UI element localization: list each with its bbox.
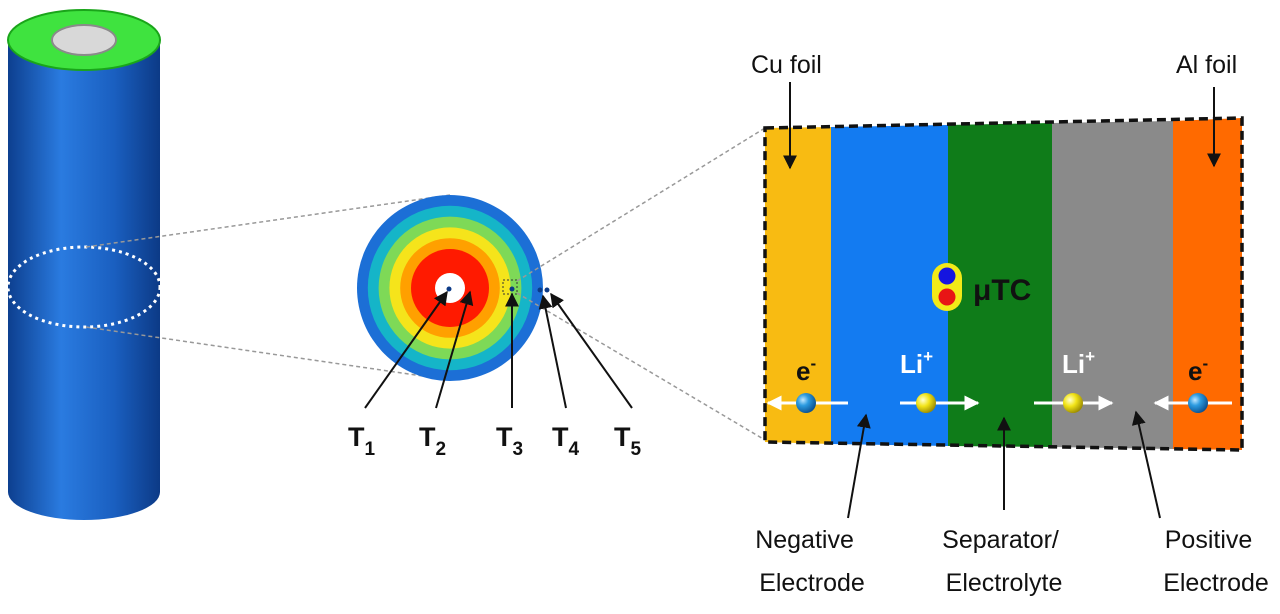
layer-positive-electrode (1052, 121, 1173, 449)
pointer-t2 (435, 290, 474, 409)
electron-ball-right (1188, 393, 1208, 413)
label-al-foil: Al foil (1176, 51, 1237, 79)
lithium-label-left: Li+ (900, 347, 933, 379)
probe-label-t1: T1 (348, 422, 376, 460)
zoom-box (502, 279, 518, 295)
pointer-t1 (364, 290, 448, 409)
label-cu-foil: Cu foil (751, 51, 822, 79)
cell-top-cap (51, 24, 117, 56)
pointer-t4 (538, 294, 567, 409)
layer-cu-foil (765, 127, 831, 444)
sensor-junction-red (938, 288, 956, 306)
label-positive-electrode: Positive Electrode (1163, 526, 1269, 597)
probe-label-t5: T5 (614, 422, 642, 460)
micro-thermocouple: μTC (932, 263, 1031, 311)
zoom-lines-cell (85, 194, 451, 381)
electron-label-right: e- (1188, 354, 1208, 386)
battery-cell (6, 9, 162, 520)
probe-dots (446, 286, 550, 293)
layer-detail (763, 116, 1244, 452)
layer-al-foil (1173, 118, 1242, 450)
pointer-t5 (550, 292, 633, 409)
label-negative-electrode: Negative Electrode (755, 526, 865, 597)
label-separator-electrolyte: Separator/ Electrolyte (942, 526, 1066, 597)
layer-separator (948, 123, 1052, 447)
layer-detail-border (763, 116, 1244, 452)
cell-body (8, 44, 160, 520)
probe-label-t2: T2 (419, 422, 446, 460)
probe-label-t4: T4 (552, 422, 580, 460)
probe-label-t3: T3 (496, 422, 523, 460)
sensor-junction-blue (938, 267, 956, 285)
sensor-label: μTC (973, 274, 1031, 307)
lithium-ball-left (916, 393, 936, 413)
zoom-lines-layers (516, 127, 766, 441)
layer-negative-electrode (831, 125, 948, 446)
charge-carriers: e- Li+ Li+ e- (766, 347, 1232, 413)
probe-pointers (364, 290, 633, 409)
pointer-positive-electrode (1131, 410, 1161, 519)
electron-label-left: e- (796, 354, 816, 386)
lithium-label-right: Li+ (1062, 347, 1095, 379)
pointer-negative-electrode (847, 413, 871, 519)
lithium-ball-right (1063, 393, 1083, 413)
probe-labels: T1 T2 T3 T4 T5 (348, 422, 642, 460)
electron-ball-left (796, 393, 816, 413)
cross-section-marker (6, 245, 162, 329)
bottom-labels: Negative Electrode Separator/ Electrolyt… (755, 526, 1269, 597)
